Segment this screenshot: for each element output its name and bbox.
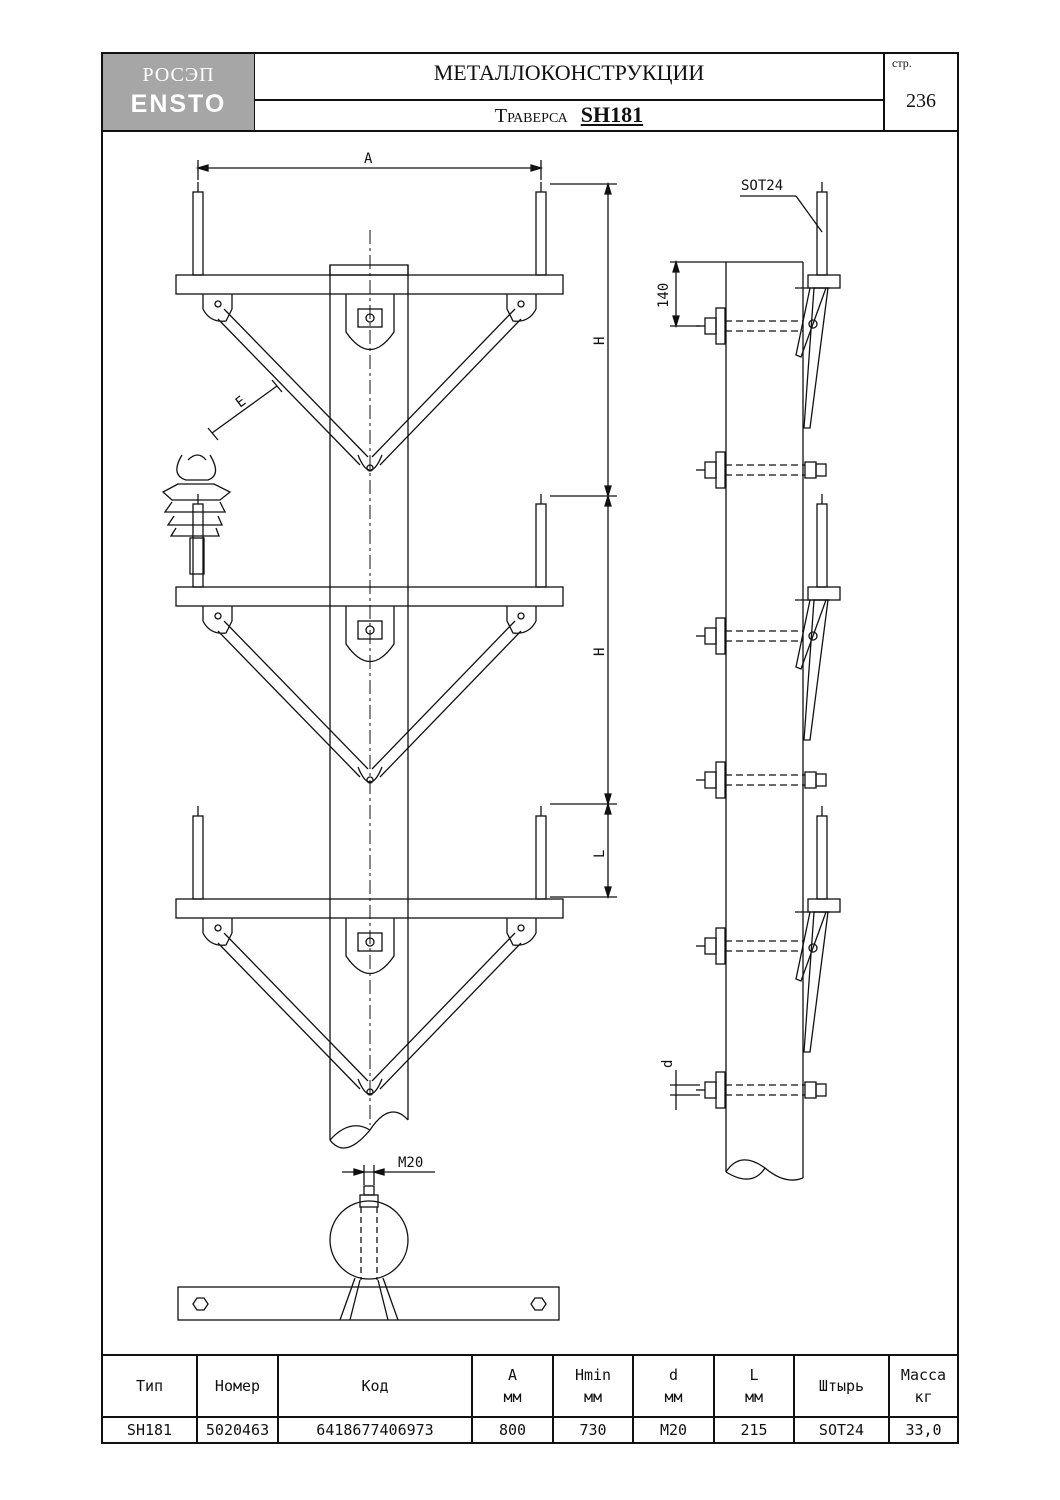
table-header-mass: Масса кг: [900, 1365, 947, 1407]
subtitle-prefix: Траверса: [494, 105, 568, 127]
table-header-code: Код: [361, 1376, 389, 1395]
table-col-divider: [632, 1354, 634, 1444]
table-top-line: [101, 1354, 959, 1356]
table-col-divider: [277, 1354, 279, 1444]
bolt-label: M20: [398, 1155, 423, 1171]
dim-h-lower-label: H: [592, 648, 608, 656]
table-cell-mass: 33,0: [905, 1420, 942, 1439]
table-header-type: Тип: [135, 1376, 164, 1395]
table-cell-code: 6418677406973: [316, 1420, 434, 1439]
table-header-a: A мм: [503, 1365, 522, 1407]
logo-line-rosep: РОСЭП: [142, 64, 215, 86]
document-subtitle: Траверса SH181: [256, 102, 882, 128]
dim-h-upper-label: H: [592, 337, 608, 345]
header-middle-line: [254, 99, 884, 101]
table-header-d: d мм: [664, 1365, 683, 1407]
logo-line-ensto: ENSTO: [130, 90, 227, 118]
company-logo: РОСЭП ENSTO: [103, 54, 254, 130]
product-code: SH181: [580, 102, 644, 127]
table-header-l: L мм: [744, 1365, 764, 1407]
dim-d-label: d: [660, 1060, 676, 1068]
table-cell-hmin: 730: [579, 1420, 607, 1439]
table-header-pin: Штырь: [818, 1376, 865, 1395]
drawing-frame: [101, 52, 959, 1444]
dim-140-label: 140: [656, 283, 672, 308]
page-number: 236: [906, 90, 936, 112]
page-label: стр.: [892, 56, 912, 70]
table-cell-d: M20: [659, 1420, 688, 1439]
table-cell-number: 5020463: [205, 1420, 270, 1439]
document-title: МЕТАЛЛОКОНСТРУКЦИИ: [433, 60, 705, 85]
table-col-divider: [888, 1354, 890, 1444]
dim-a-label: A: [364, 151, 373, 167]
table-col-divider: [196, 1354, 198, 1444]
dim-l-label: L: [592, 850, 608, 858]
table-header-number: Номер: [214, 1376, 261, 1395]
header-divider-left: [253, 52, 255, 132]
table-col-divider: [552, 1354, 554, 1444]
table-cell-l: 215: [740, 1420, 768, 1439]
table-col-divider: [471, 1354, 473, 1444]
table-col-divider: [793, 1354, 795, 1444]
header-divider-right: [883, 52, 885, 132]
table-cell-type: SH181: [126, 1420, 173, 1439]
table-cell-pin: SOT24: [818, 1420, 865, 1439]
pin-label: SOT24: [741, 178, 783, 194]
table-cell-a: 800: [498, 1420, 527, 1439]
header-bottom-line: [101, 130, 959, 132]
table-header-line: [101, 1416, 959, 1418]
table-header-hmin: Hmin мм: [574, 1365, 612, 1407]
table-col-divider: [713, 1354, 715, 1444]
